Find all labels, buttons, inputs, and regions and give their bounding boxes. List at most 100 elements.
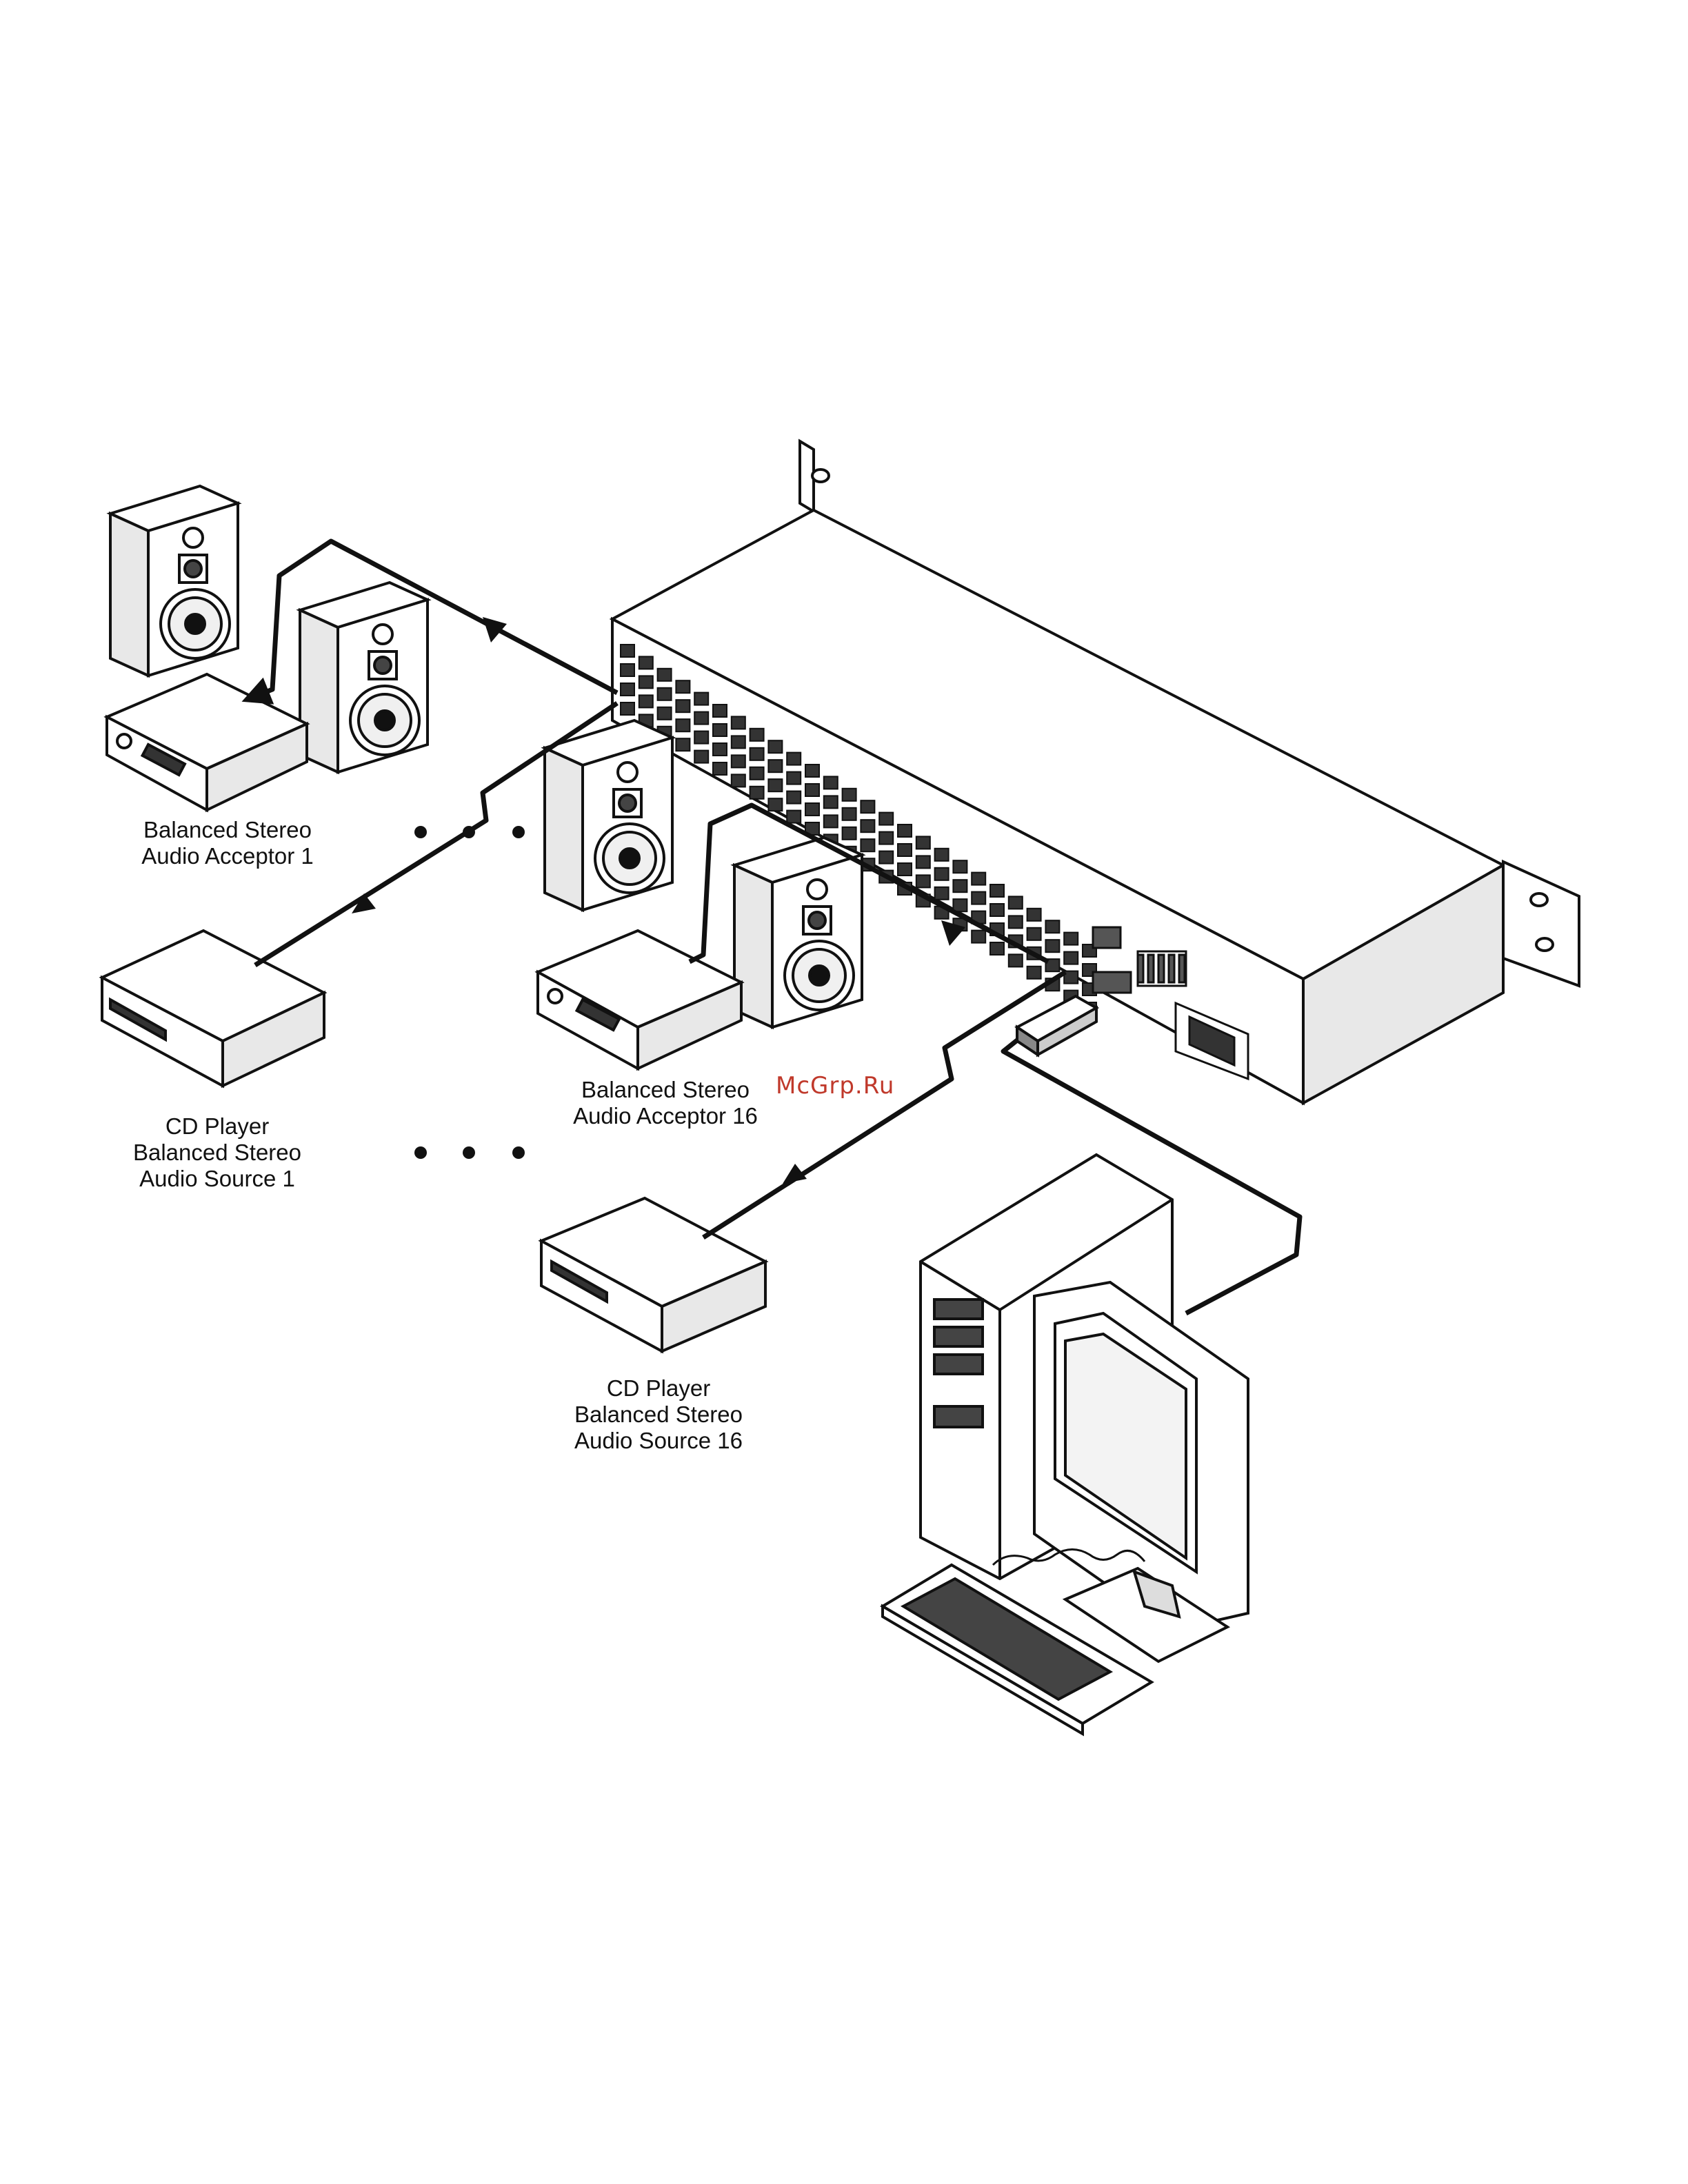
audio-connector	[953, 860, 967, 873]
audio-connector	[805, 765, 819, 777]
audio-connector	[935, 887, 949, 900]
audio-connector	[732, 774, 745, 787]
audio-connector	[972, 931, 985, 943]
audio-connector	[658, 707, 672, 720]
audio-connector	[990, 942, 1004, 955]
audio-connector	[879, 813, 893, 825]
audio-connector	[713, 724, 727, 736]
speaker-icon	[110, 486, 238, 676]
monitor-icon	[1034, 1282, 1248, 1661]
acceptor-16-label: Balanced Stereo Audio Acceptor 16	[538, 1077, 793, 1129]
source-16-line-2: Balanced Stereo	[545, 1402, 772, 1428]
audio-connector	[1064, 933, 1078, 945]
audio-connector	[805, 784, 819, 796]
audio-connector	[787, 772, 801, 785]
audio-connector	[1009, 954, 1023, 967]
audio-connector	[1027, 909, 1041, 921]
audio-connector	[732, 755, 745, 767]
serial-connector-icon	[1017, 996, 1096, 1055]
audio-connector	[787, 753, 801, 765]
audio-connector	[732, 716, 745, 729]
audio-connector	[732, 736, 745, 748]
source-16-line-3: Audio Source 16	[545, 1428, 772, 1454]
audio-connector	[1064, 971, 1078, 984]
audio-connector	[805, 803, 819, 816]
audio-connector	[1009, 896, 1023, 909]
acceptor-16-line-2: Audio Acceptor 16	[538, 1103, 793, 1129]
audio-connector	[676, 700, 690, 712]
audio-connector	[694, 712, 708, 725]
audio-connector	[898, 844, 912, 856]
audio-connector	[750, 767, 764, 780]
audio-connector	[972, 892, 985, 904]
audio-connector	[843, 808, 856, 820]
audio-connector	[658, 669, 672, 681]
audio-connector	[861, 839, 874, 851]
source-1-line-3: Audio Source 1	[103, 1166, 331, 1192]
audio-connector	[694, 731, 708, 744]
audio-connector	[639, 676, 653, 688]
acceptor-1-line-1: Balanced Stereo	[103, 817, 352, 843]
audio-connector	[1064, 952, 1078, 964]
audio-connector	[694, 693, 708, 705]
audio-connector	[676, 719, 690, 731]
audio-connector	[694, 751, 708, 763]
audio-connector	[843, 827, 856, 840]
audio-connector	[898, 825, 912, 837]
audio-connector	[824, 796, 838, 808]
audio-connector	[713, 705, 727, 717]
audio-connector	[621, 664, 634, 676]
audio-connector	[824, 815, 838, 827]
audio-connector	[916, 856, 930, 868]
audio-connector	[935, 849, 949, 861]
audio-connector	[621, 702, 634, 715]
audio-connector	[879, 832, 893, 845]
audio-connector	[1009, 916, 1023, 928]
source-16-label: CD Player Balanced Stereo Audio Source 1…	[545, 1375, 772, 1454]
source-1-line-2: Balanced Stereo	[103, 1140, 331, 1166]
audio-connector	[953, 880, 967, 892]
ellipsis-dots	[414, 826, 525, 1159]
source-1-line-1: CD Player	[103, 1113, 331, 1140]
speaker-icon	[300, 583, 428, 772]
audio-connector	[916, 875, 930, 887]
audio-connector	[787, 811, 801, 823]
audio-connector	[621, 645, 634, 657]
acceptor-16-line-1: Balanced Stereo	[538, 1077, 793, 1103]
audio-connector	[861, 820, 874, 832]
audio-connector	[953, 899, 967, 911]
audio-connector	[750, 748, 764, 760]
source-1-label: CD Player Balanced Stereo Audio Source 1	[103, 1113, 331, 1192]
audio-connector	[768, 740, 782, 753]
audio-connector	[935, 868, 949, 880]
audio-connector	[916, 836, 930, 849]
audio-connector	[1027, 967, 1041, 979]
audio-connector	[898, 863, 912, 876]
audio-connector	[676, 738, 690, 751]
audio-connector	[768, 779, 782, 791]
audio-connector	[639, 656, 653, 669]
source-16-line-1: CD Player	[545, 1375, 772, 1402]
audio-connector	[861, 800, 874, 813]
speaker-icon	[545, 720, 672, 910]
audio-connector	[990, 904, 1004, 916]
audio-connector	[750, 729, 764, 741]
audio-connector	[843, 789, 856, 801]
audio-connector	[639, 695, 653, 707]
audio-connector	[676, 680, 690, 693]
audio-connector	[750, 787, 764, 799]
audio-connector	[713, 762, 727, 775]
audio-connector	[621, 683, 634, 696]
speaker-icon	[734, 838, 862, 1027]
audio-connector	[972, 873, 985, 885]
audio-connector	[990, 884, 1004, 897]
audio-connector	[1045, 940, 1059, 952]
audio-connector	[879, 851, 893, 864]
audio-connector	[1027, 928, 1041, 940]
audio-connector	[658, 688, 672, 700]
audio-connector	[768, 760, 782, 772]
acceptor-1-label: Balanced Stereo Audio Acceptor 1	[103, 817, 352, 869]
acceptor-1-line-2: Audio Acceptor 1	[103, 843, 352, 869]
watermark: McGrp.Ru	[776, 1072, 894, 1100]
audio-connector	[1045, 920, 1059, 933]
